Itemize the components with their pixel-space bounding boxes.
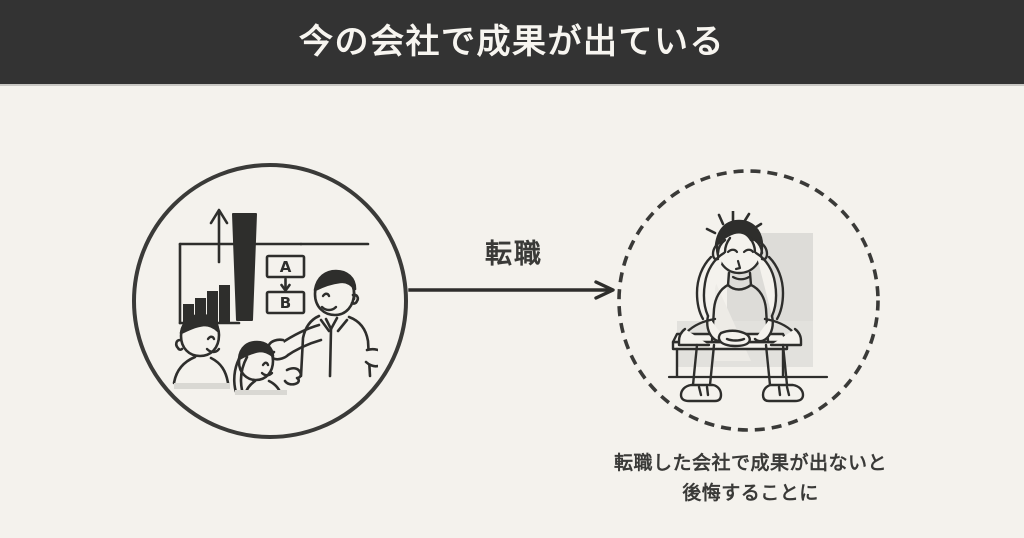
header-bar: 今の会社で成果が出ている [0, 0, 1024, 84]
caption-line-1: 転職した会社で成果が出ないと [613, 452, 887, 474]
right-node-caption: 転職した会社で成果が出ないと 後悔することに [578, 448, 923, 508]
business-presentation-illustration: A B [172, 208, 378, 395]
diagram-stage: A B [0, 86, 1024, 538]
right-node-circle [617, 169, 880, 432]
connector-arrow-group: 転職 [408, 241, 620, 301]
caption-line-2: 後悔することに [682, 482, 819, 504]
person-head-in-hands-illustration [667, 211, 829, 403]
header-divider [0, 84, 1024, 86]
svg-text:A: A [280, 258, 292, 276]
arrow-right-icon [408, 280, 615, 300]
left-node-circle [132, 163, 408, 439]
connector-label: 転職 [485, 239, 543, 270]
page-title: 今の会社で成果が出ている [299, 22, 725, 62]
svg-text:B: B [280, 294, 291, 312]
